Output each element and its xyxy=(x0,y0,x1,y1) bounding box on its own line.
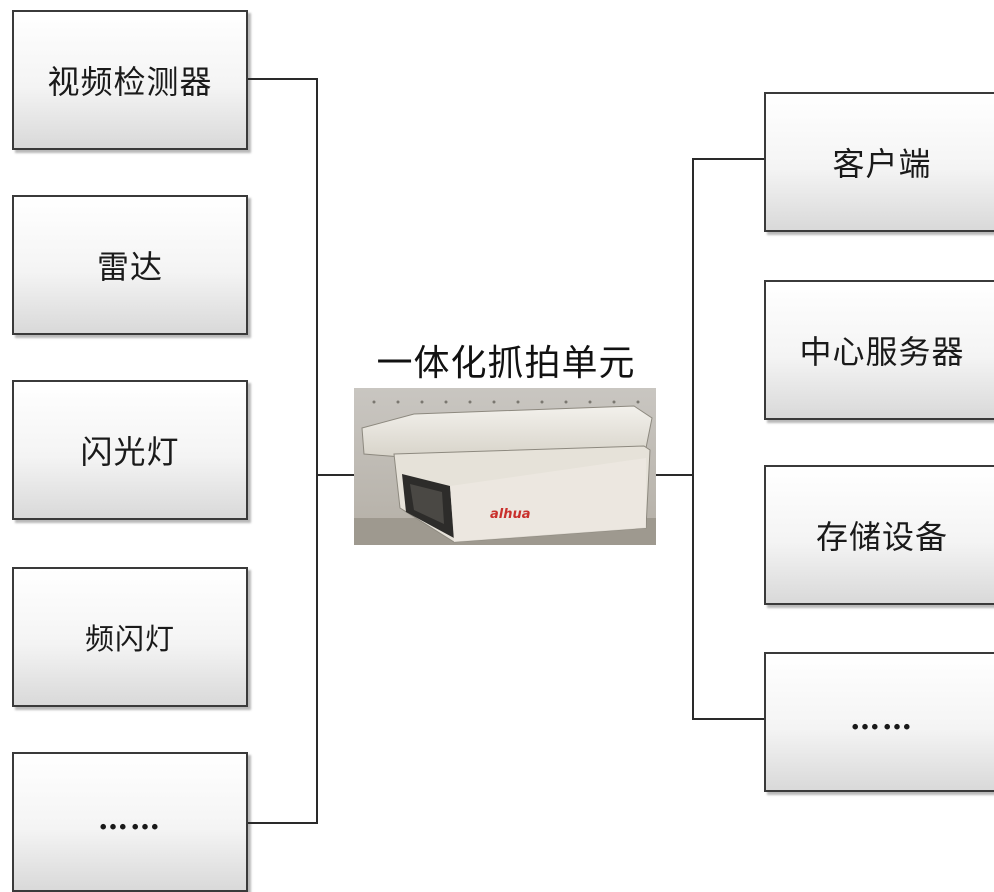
output-box-client: 客户端 xyxy=(764,92,994,232)
output-label: …… xyxy=(850,701,914,737)
input-label: 闪光灯 xyxy=(80,433,180,471)
connector-input-to-center xyxy=(316,474,354,476)
connector-output-trunk xyxy=(692,158,694,720)
output-label: 客户端 xyxy=(832,145,932,183)
center-title: 一体化抓拍单元 xyxy=(376,343,636,384)
input-label: 雷达 xyxy=(96,248,163,286)
input-box-more: …… xyxy=(12,752,248,892)
output-box-central-server: 中心服务器 xyxy=(764,280,994,420)
input-box-flash-lamp: 闪光灯 xyxy=(12,380,248,520)
connector-input-bottom xyxy=(248,822,318,824)
connector-output-bottom xyxy=(692,718,764,720)
input-box-video-detector: 视频检测器 xyxy=(12,10,248,150)
output-box-more: …… xyxy=(764,652,994,792)
input-box-strobe-lamp: 频闪灯 xyxy=(12,567,248,707)
output-label: 中心服务器 xyxy=(799,333,965,371)
connector-input-trunk xyxy=(316,78,318,824)
input-label: 视频检测器 xyxy=(47,63,213,101)
input-box-radar: 雷达 xyxy=(12,195,248,335)
camera-illustration: alhua xyxy=(354,388,656,545)
connector-output-from-center xyxy=(656,474,694,476)
input-label: 频闪灯 xyxy=(84,622,175,656)
connector-output-top xyxy=(692,158,764,160)
brand-logo: alhua xyxy=(490,507,531,522)
input-label: …… xyxy=(98,801,162,837)
output-box-storage: 存储设备 xyxy=(764,465,994,605)
output-label: 存储设备 xyxy=(815,518,948,556)
connector-input-top xyxy=(248,78,318,80)
camera-photo: alhua xyxy=(354,388,656,545)
